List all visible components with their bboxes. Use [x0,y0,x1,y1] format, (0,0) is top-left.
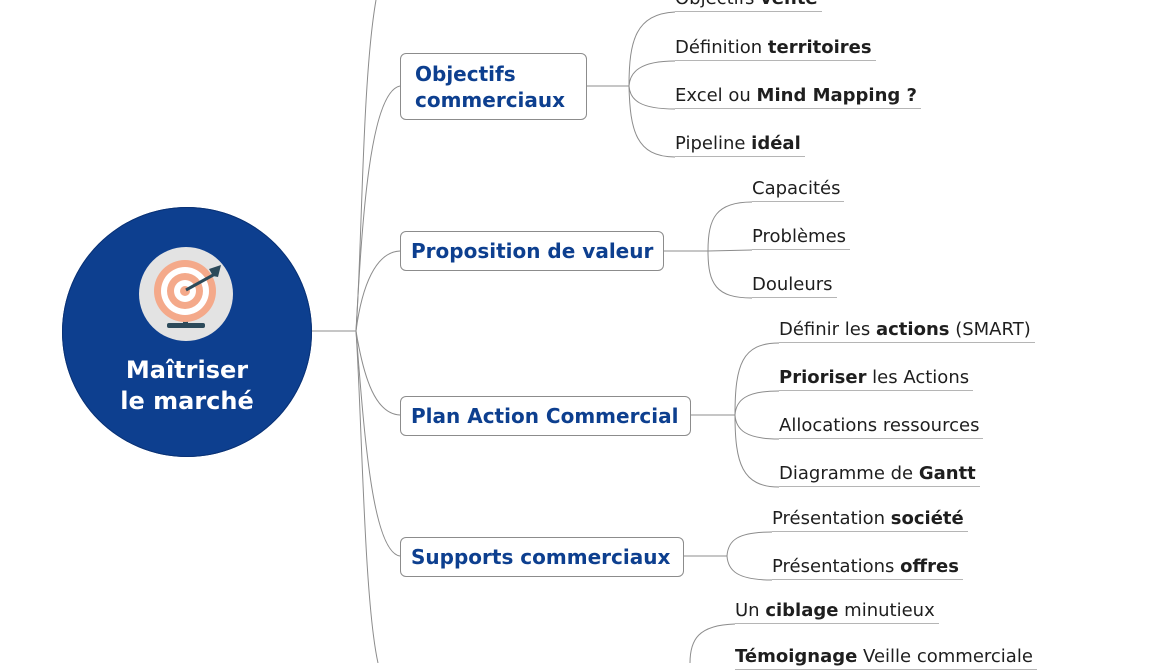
leaf-allocations-ressources[interactable]: Allocations ressources [779,414,984,439]
leaf-connector-2a [707,201,753,252]
leaf-connector-3d [734,414,780,488]
leaf-presentations-offres[interactable]: Présentations offres [772,555,963,580]
leaf-douleurs[interactable]: Douleurs [752,273,837,298]
leaf-capacites[interactable]: Capacités [752,177,845,202]
leaf-connector-1d [628,85,676,158]
branch-label: Supports commerciaux [411,545,671,569]
branch-label: Plan Action Commercial [411,404,679,428]
leaf-objectifs-vente[interactable]: Objectifs vente [675,0,822,12]
leaf-un-ciblage-minutieux[interactable]: Un ciblage minutieux [735,599,939,624]
leaf-connector-1a [628,11,676,87]
branch-connector-1 [355,85,401,332]
branch-connector-2 [355,250,401,332]
branch-label-line2: commerciaux [415,87,566,112]
branch-proposition-de-valeur[interactable]: Proposition de valeur [400,231,664,271]
leaf-connector-3a [734,342,780,416]
leaf-connector-2c [707,250,753,299]
leaf-excel-ou-mind-mapping[interactable]: Excel ou Mind Mapping ? [675,84,921,109]
leaf-connector-2b [707,249,753,252]
branch-objectifs-commerciaux[interactable]: Objectifs commerciaux [400,53,587,120]
leaf-connector-5a [689,623,736,663]
leaf-connector-1c [628,85,676,110]
leaf-presentation-societe[interactable]: Présentation société [772,507,968,532]
leaf-definition-territoires[interactable]: Définition territoires [675,36,876,61]
branch-connector-3 [355,330,401,416]
leaf-connector-4a [726,531,773,557]
branch-connector-4 [355,330,401,557]
leaf-connector-1b [628,60,676,87]
central-title-line2: le marché [120,387,254,415]
target-icon [139,247,233,341]
leaf-definir-les-actions[interactable]: Définir les actions (SMART) [779,318,1035,343]
trunk-bottom-connector [355,330,379,663]
central-topic-title: Maîtriser le marché [62,355,312,417]
branch-plan-action-commercial[interactable]: Plan Action Commercial [400,396,691,436]
leaf-connector-4b [726,555,773,581]
branch-label: Proposition de valeur [411,239,654,263]
leaf-connector-3b [734,390,780,416]
branch-label-line1: Objectifs [415,61,516,86]
leaf-diagramme-de-gantt[interactable]: Diagramme de Gantt [779,462,980,487]
leaf-pipeline-ideal[interactable]: Pipeline idéal [675,132,805,157]
leaf-connector-3c [734,414,780,440]
branch-supports-commerciaux[interactable]: Supports commerciaux [400,537,684,577]
leaf-temoignage-veille-commerciale[interactable]: Témoignage Veille commerciale [735,645,1037,670]
central-title-line1: Maîtriser [125,356,249,384]
leaf-problemes[interactable]: Problèmes [752,225,851,250]
central-topic[interactable]: Maîtriser le marché [62,207,312,457]
leaf-prioriser-les-actions[interactable]: Prioriser les Actions [779,366,974,391]
